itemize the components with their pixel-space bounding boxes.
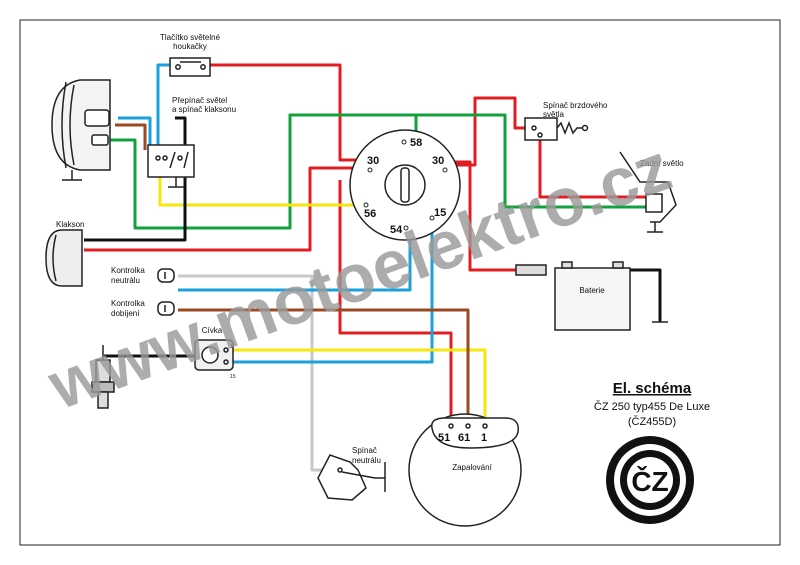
title-heading: El. schéma	[613, 380, 692, 397]
coil-terminal-1: 1	[230, 344, 233, 350]
wire-blue-coil	[232, 222, 434, 364]
switch-terminal-56: 56	[364, 208, 376, 220]
wire-grey	[178, 274, 330, 472]
ignition-unit	[408, 413, 522, 527]
neutral-switch	[317, 454, 386, 501]
headlight	[51, 79, 111, 181]
wire-red-rear	[538, 135, 648, 199]
title-line-2: (ČZ455D)	[628, 415, 676, 428]
coil-label: Cívka	[202, 326, 223, 335]
wire-red-horn	[84, 166, 358, 252]
switch-terminal-30-left: 30	[367, 155, 379, 167]
rear-light-label: Zadní světlo	[640, 159, 684, 168]
wire-black-horn	[84, 116, 187, 242]
horn-button-label-1: Tlačítko světelné	[160, 33, 221, 42]
neutral-indicator-label-2: neutrálu	[111, 276, 140, 285]
wires	[84, 63, 662, 472]
battery-label: Baterie	[579, 286, 605, 295]
brake-switch	[524, 117, 589, 141]
neutral-switch-label-1: Spínač	[352, 446, 377, 455]
wire-blue-charge	[178, 228, 412, 292]
horn-label: Klakson	[56, 220, 84, 229]
switch-terminal-58: 58	[410, 137, 422, 149]
spark-plug	[91, 345, 115, 409]
wire-red-ignition	[338, 180, 453, 426]
rear-light	[619, 151, 677, 233]
brake-switch-label-1: Spínač brzdového	[543, 101, 608, 110]
wire-red-battery	[455, 160, 525, 272]
switch-terminal-30-right: 30	[432, 155, 444, 167]
wire-red-brake	[455, 96, 528, 167]
ignition-coil	[194, 339, 234, 371]
wire-blue-horn-button	[156, 63, 172, 150]
wire-yellow-ignition	[226, 348, 487, 426]
light-switch-label-1: Přepínač světel	[172, 96, 227, 105]
neutral-switch-label-2: neutrálu	[352, 456, 381, 465]
switch-terminal-54: 54	[390, 224, 403, 236]
wire-brown-charge	[178, 308, 470, 426]
ignition-switch-slot	[400, 167, 410, 203]
switch-terminal-15: 15	[434, 207, 446, 219]
wire-yellow-switch	[158, 165, 360, 207]
light-switch	[147, 144, 195, 188]
ignition-terminal-51: 51	[438, 432, 450, 444]
battery	[515, 261, 668, 331]
charge-indicator-label-1: Kontrolka	[111, 299, 145, 308]
ignition-terminal-61: 61	[458, 432, 470, 444]
wire-brown-headlight	[115, 123, 147, 150]
wire-blue-headlight	[118, 116, 152, 155]
ignition-terminal-1: 1	[481, 432, 487, 444]
wire-green-rear	[416, 113, 648, 209]
charge-indicator	[157, 301, 175, 316]
brake-switch-label-2: světla	[543, 110, 564, 119]
wire-black-battery-ground	[628, 268, 662, 322]
horn-button	[169, 57, 211, 77]
horn-button-label-2: houkačky	[173, 42, 207, 51]
neutral-indicator-label-1: Kontrolka	[111, 266, 145, 275]
coil-terminal-15: 15	[230, 374, 236, 380]
charge-indicator-label-2: dobíjení	[111, 309, 140, 318]
wire-red-horn-button	[205, 63, 368, 162]
neutral-indicator	[157, 268, 175, 283]
cz-logo-text: ČZ	[631, 465, 668, 497]
ignition-switch	[349, 129, 461, 241]
light-switch-label-2: a spínač klaksonu	[172, 105, 236, 114]
horn	[45, 229, 83, 287]
ignition-unit-label: Zapalování	[452, 463, 492, 472]
title-line-1: ČZ 250 typ455 De Luxe	[594, 400, 710, 413]
cz-logo: ČZ	[606, 436, 694, 524]
